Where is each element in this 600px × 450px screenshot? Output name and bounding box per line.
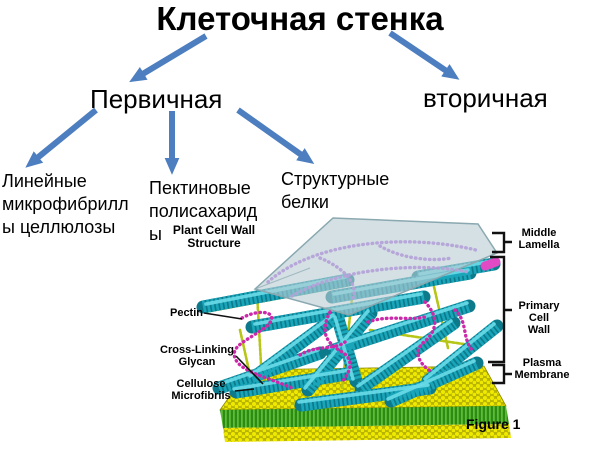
middle-lamella-label: Middle Lamella (518, 227, 560, 251)
pectin-strands (232, 300, 474, 390)
child-label-linear-microfibrils: Линейные микрофибрилл ы целлюлозы (2, 171, 129, 237)
figure-title: Plant Cell Wall Structure (172, 223, 256, 250)
primary-cell-wall-label: Primary Cell Wall (518, 300, 560, 336)
flow-arrows (25, 30, 460, 175)
lamella-pectin-strands (266, 240, 478, 302)
slide-title: Клеточная стенка (156, 0, 444, 37)
branch-secondary-label: вторичная (423, 83, 548, 113)
cross-linking-glycan-label: Cross-Linking Glycan (160, 344, 234, 368)
pectin-cap (480, 257, 501, 271)
cellulose-microfibrils-label: Cellulose Microfibrils (171, 378, 231, 402)
pectin-label: Pectin (169, 307, 203, 319)
middle-lamella-graphic (253, 217, 499, 316)
child-label-structural-proteins: Структурные белки (281, 169, 390, 212)
branch-primary-label: Первичная (90, 84, 223, 114)
leader-lines (203, 312, 264, 392)
arrow-primary-to-proteins-icon (236, 107, 315, 164)
arrow-title-to-primary-icon (129, 33, 208, 83)
arrow-primary-to-microfibrils-icon (25, 107, 98, 168)
figure-caption: Figure 1 (466, 416, 521, 432)
child-label-pectin-polysaccharides: Пектиновые полисахарид ы (149, 178, 258, 244)
figure-brackets (488, 231, 512, 385)
plasma-membrane-label: Plasma Membrane (514, 357, 570, 381)
arrow-title-to-secondary-icon (388, 30, 460, 80)
